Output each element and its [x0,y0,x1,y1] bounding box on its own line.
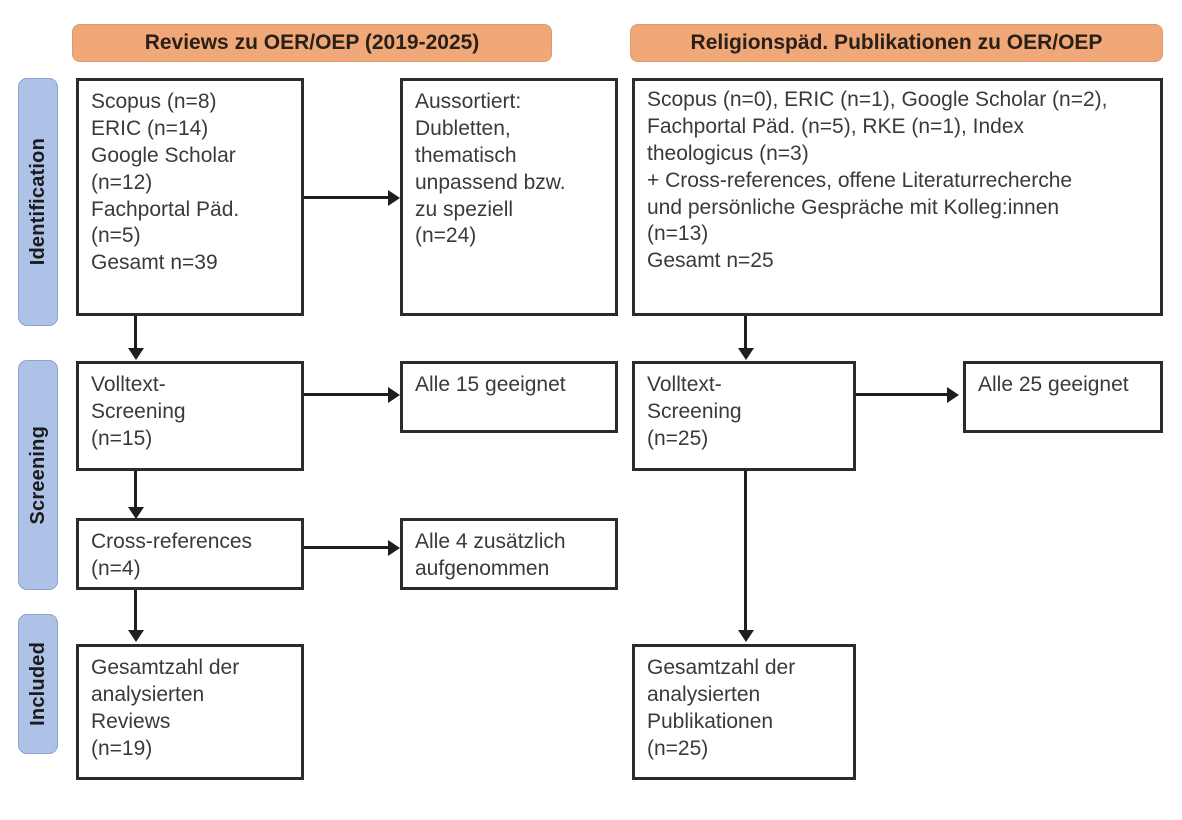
node-line: analysierten [647,682,761,706]
node-line: Gesamtzahl der [647,656,796,679]
node-line: Gesamt n=39 [91,251,218,275]
node-line: (n=25) [647,736,709,760]
connector-right-screening-to-result [856,393,947,396]
node-line: aufgenommen [415,556,550,580]
left-included-total: Gesamtzahl der analysierten Reviews (n=1… [76,644,304,780]
arrowhead-left-crossrefs-to-included [127,630,144,642]
stage-label-included-text: Included [26,642,49,726]
right-identification-sources: Scopus (n=0), ERIC (n=1), Google Scholar… [632,78,1163,316]
node-line: (n=5) [91,224,141,248]
node-line: (n=4) [91,556,141,580]
left-excluded: Aussortiert: Dubletten, thematisch unpas… [400,78,618,316]
node-line: Alle 25 geeignet [978,373,1129,396]
node-line: Aussortiert: [415,90,522,113]
connector-right-screening-to-included [744,471,747,632]
node-line: + Cross-references, offene Literaturrech… [647,168,1073,192]
right-included-total: Gesamtzahl der analysierten Publikatione… [632,644,856,780]
banner-left-column-text: Reviews zu OER/OEP (2019-2025) [144,31,480,54]
node-line: Fachportal Päd. (n=5), RKE (n=1), Index [647,114,1025,138]
node-line: unpassend bzw. [415,170,566,194]
node-line: (n=24) [415,224,477,248]
node-line: Screening [647,399,742,423]
left-cross-references-result: Alle 4 zusätzlich aufgenommen [400,518,618,590]
stage-label-included: Included [18,614,58,754]
node-line: (n=25) [647,426,709,450]
arrowhead-right-screening-to-result [947,386,959,403]
node-line: Volltext- [647,373,722,396]
arrowhead-left-screening-to-crossrefs [127,507,144,519]
node-line: Alle 4 zusätzlich [415,530,566,553]
node-line: Screening [91,399,186,423]
node-line: Reviews [91,709,171,733]
node-line: Dubletten, [415,116,511,140]
connector-left-crossrefs-to-result [304,546,388,549]
connector-left-screening-to-result [304,393,388,396]
left-identification-sources: Scopus (n=8) ERIC (n=14) Google Scholar … [76,78,304,316]
node-line: thematisch [415,143,517,167]
node-line: Gesamt n=25 [647,249,774,273]
stage-label-screening-text: Screening [26,425,49,525]
node-line: Cross-references [91,530,253,553]
stage-label-identification: Identification [18,78,58,326]
node-line: theologicus (n=3) [647,141,809,165]
node-line: zu speziell [415,197,514,221]
left-fulltext-screening: Volltext- Screening (n=15) [76,361,304,471]
arrowhead-left-crossrefs-to-result [388,539,400,556]
banner-right-column-text: Religionspäd. Publikationen zu OER/OEP [690,31,1103,54]
node-line: Fachportal Päd. [91,197,240,221]
left-screening-result: Alle 15 geeignet [400,361,618,433]
node-line: (n=19) [91,736,153,760]
arrowhead-left-screening-to-result [388,386,400,403]
node-line: Google Scholar [91,143,236,167]
node-line: und persönliche Gespräche mit Kolleg:inn… [647,195,1060,219]
node-line: analysierten [91,682,205,706]
node-line: Gesamtzahl der [91,656,240,679]
arrowhead-left-identification-to-excluded [388,189,400,206]
connector-left-identification-to-screening [134,316,137,350]
right-screening-result: Alle 25 geeignet [963,361,1163,433]
node-line: Alle 15 geeignet [415,373,566,396]
node-line: Scopus (n=8) [91,90,217,113]
node-line: (n=13) [647,222,709,246]
node-line: ERIC (n=14) [91,116,209,140]
connector-left-crossrefs-to-included [134,590,137,632]
stage-label-screening: Screening [18,360,58,590]
connector-left-screening-to-crossrefs [134,471,137,509]
arrowhead-left-identification-to-screening [127,348,144,360]
left-cross-references: Cross-references (n=4) [76,518,304,590]
node-line: (n=15) [91,426,153,450]
arrowhead-right-identification-to-screening [737,348,754,360]
node-line: Volltext- [91,373,166,396]
node-line: Scopus (n=0), ERIC (n=1), Google Scholar… [647,88,1108,111]
stage-label-identification-text: Identification [26,138,49,266]
banner-left-column: Reviews zu OER/OEP (2019-2025) [72,24,552,62]
arrowhead-right-screening-to-included [737,630,754,642]
node-line: Publikationen [647,709,774,733]
banner-right-column: Religionspäd. Publikationen zu OER/OEP [630,24,1163,62]
connector-left-identification-to-excluded [304,196,388,199]
node-line: (n=12) [91,170,153,194]
connector-right-identification-to-screening [744,316,747,350]
right-fulltext-screening: Volltext- Screening (n=25) [632,361,856,471]
